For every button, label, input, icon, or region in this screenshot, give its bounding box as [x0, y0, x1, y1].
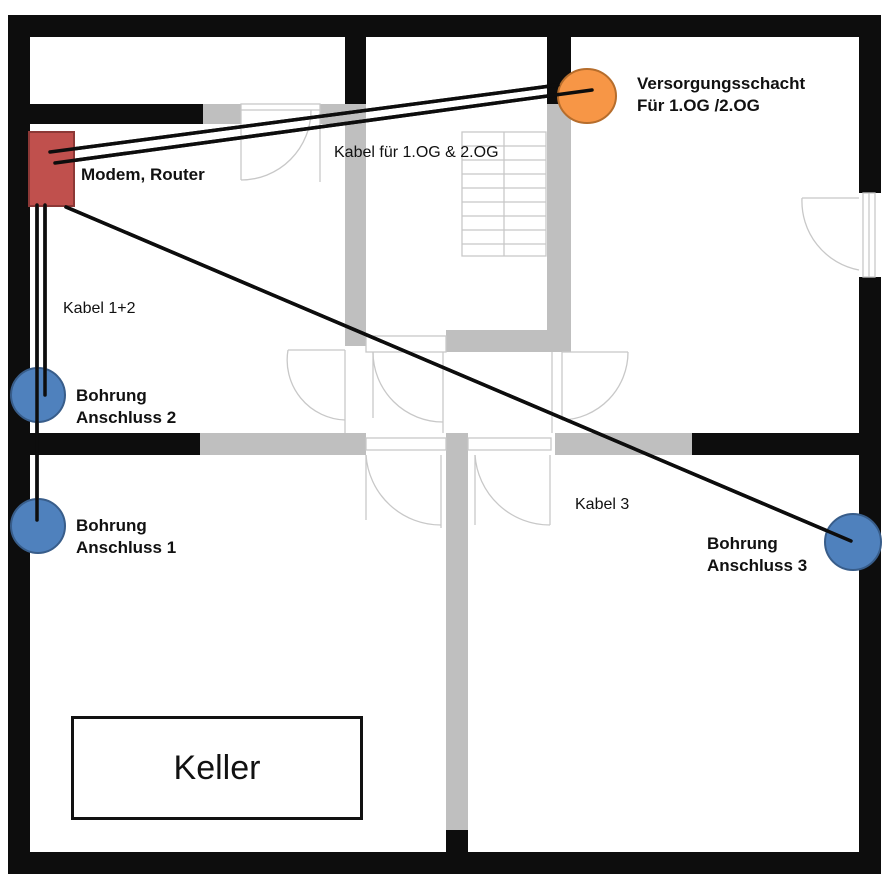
staircase	[461, 131, 547, 257]
drill-3-label: Bohrung Anschluss 3	[707, 533, 807, 577]
wall-right-lower	[859, 277, 881, 874]
modem-router-label: Modem, Router	[81, 165, 205, 184]
inner-walls	[200, 104, 692, 831]
drill-marker-3	[824, 513, 882, 571]
wall-top	[8, 15, 881, 37]
wall-upper-left-horizontal	[8, 104, 203, 124]
inner-wall-center-vertical	[446, 433, 468, 831]
drill-2-label: Bohrung Anschluss 2	[76, 385, 176, 429]
drill-2-label-line1: Bohrung	[76, 386, 147, 405]
inner-wall-staircase-bottom	[446, 330, 571, 352]
wall-inner-top-left-col	[345, 15, 366, 104]
cable-3-label: Kabel 3	[575, 496, 630, 513]
inner-wall-staircase-right	[547, 104, 571, 352]
outer-walls	[8, 15, 881, 874]
router-box	[28, 131, 75, 207]
inner-wall-staircase-left	[345, 104, 366, 346]
wall-bottom-center-stub	[446, 830, 468, 874]
supply-shaft-label: Versorgungsschacht Für 1.OG /2.OG	[637, 73, 805, 117]
wall-right-upper	[859, 15, 881, 193]
drill-2-label-line2: Anschluss 2	[76, 407, 177, 427]
supply-shaft-label-line1: Versorgungsschacht	[637, 74, 806, 93]
supply-shaft-label-line2: Für 1.OG /2.OG	[637, 95, 760, 115]
drill-1-label-line1: Bohrung	[76, 516, 147, 535]
cellar-label: Keller	[173, 748, 261, 787]
drill-1-label: Bohrung Anschluss 1	[76, 515, 176, 559]
wall-middle-right	[692, 433, 881, 455]
inner-wall-top-stub	[203, 104, 241, 124]
wall-middle-left	[8, 433, 200, 455]
wall-bottom	[8, 852, 881, 874]
drill-3-label-line1: Bohrung	[707, 534, 778, 553]
cellar-box: Keller	[71, 716, 363, 820]
cable-ends	[35, 83, 853, 543]
inner-wall-corridor-left	[200, 433, 366, 455]
cable-1-2-label: Kabel 1+2	[63, 300, 136, 317]
doors	[240, 103, 876, 528]
supply-shaft-marker	[557, 68, 617, 124]
drill-3-label-line2: Anschluss 3	[707, 555, 808, 575]
cable-upper-floors-label: Kabel für 1.OG & 2.OG	[334, 144, 499, 161]
drill-1-label-line2: Anschluss 1	[76, 537, 177, 557]
